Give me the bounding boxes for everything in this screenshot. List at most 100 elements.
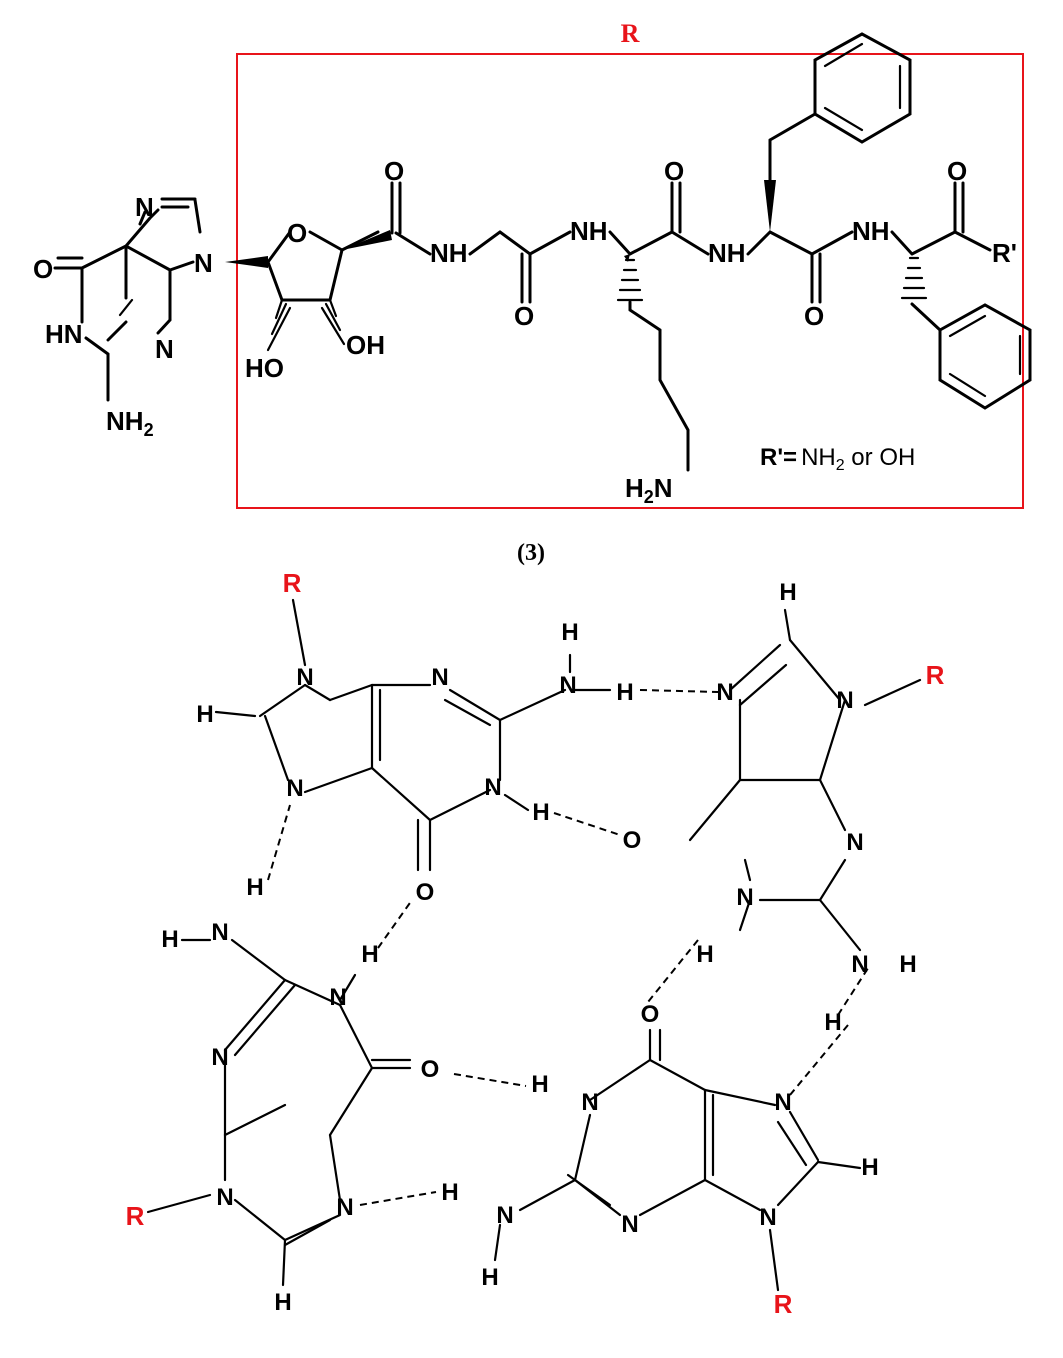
g3-bond-13 <box>283 1218 332 1247</box>
g1-n1: N <box>484 774 501 801</box>
ribose-ring-o: O <box>287 218 307 248</box>
g1-bond-1 <box>258 683 307 718</box>
g3-bond-9 <box>328 1133 342 1202</box>
g2-bond-8 <box>743 858 752 882</box>
g1-bond-9 <box>443 698 492 727</box>
g2-bond-0 <box>728 643 782 692</box>
g4-n1: N <box>581 1089 598 1116</box>
guanine-n7: N <box>135 192 154 222</box>
g2-bond-6 <box>818 778 847 832</box>
g2-n1: N <box>736 884 753 911</box>
g3-h8: H <box>274 1289 291 1316</box>
g2-n3: N <box>846 829 863 856</box>
g3-n9: N <box>216 1184 233 1211</box>
h-bond-1 <box>553 812 621 836</box>
g1-n2: N <box>559 672 576 699</box>
g4-bond-9 <box>816 1160 862 1170</box>
phe2-o: O <box>947 156 967 186</box>
g4-bond-10 <box>776 1160 820 1207</box>
g1-bond-17 <box>214 710 257 718</box>
g1-h2a: H <box>561 619 578 646</box>
amide1-nh: NH <box>430 238 468 268</box>
g3-o6: O <box>421 1056 440 1083</box>
g3-h2a: H <box>161 926 178 953</box>
ribose-ho: HO <box>245 353 284 383</box>
g4-bond-0 <box>588 1058 652 1102</box>
h-bond-8 <box>789 1024 849 1096</box>
g4-bond-15 <box>518 1178 577 1212</box>
g2-n2: N <box>851 951 868 978</box>
ribose-bonds <box>225 230 392 352</box>
g4-bond-7 <box>788 1110 820 1162</box>
g4-h1: H <box>531 1071 548 1098</box>
g1-h2b: H <box>616 679 633 706</box>
g3-bond-0 <box>223 978 287 1052</box>
g3-bond-14 <box>281 1238 287 1287</box>
g1-h1: H <box>532 799 549 826</box>
g3-n3: N <box>211 1044 228 1071</box>
g4-bond-6 <box>703 1088 777 1107</box>
g1-bond-8 <box>448 688 502 722</box>
guanine-hn1: HN <box>45 319 83 349</box>
g1-r: R <box>283 568 302 598</box>
g3-n2: N <box>211 919 228 946</box>
g4-bond-12 <box>638 1178 707 1217</box>
h-bond-0 <box>639 689 719 693</box>
g4-n7: N <box>774 1089 791 1116</box>
g2-h2a: H <box>899 951 916 978</box>
g1-n9: N <box>296 664 313 691</box>
h-bond-2 <box>267 804 291 881</box>
g1-n3: N <box>431 664 448 691</box>
guanine-carbonyl-o: O <box>33 254 53 284</box>
g2-bond-11 <box>818 898 862 952</box>
phenyl-rings <box>813 32 1032 410</box>
g4-bond-16 <box>573 1113 592 1182</box>
r-substituent-box <box>236 53 1024 509</box>
g3-n7: N <box>336 1194 353 1221</box>
g2-r: R <box>926 660 945 690</box>
gly-o: O <box>514 301 534 331</box>
g2-h2b: H <box>824 1009 841 1036</box>
g3-bond-4 <box>223 1103 287 1137</box>
g2-bond-7 <box>688 778 742 842</box>
guanine-nh2: NH2 <box>106 406 154 440</box>
compound-number-label: (3) <box>517 540 545 566</box>
g3-n1: N <box>329 984 346 1011</box>
g1-bond-0 <box>303 683 332 702</box>
peptide-bonds <box>390 112 992 472</box>
g4-h2a: H <box>441 1179 458 1206</box>
r-prime: R' <box>992 238 1017 268</box>
guanine-n9: N <box>194 248 213 278</box>
g4-r: R <box>774 1289 793 1319</box>
g4-n9: N <box>759 1204 776 1231</box>
g2-bond-12 <box>783 608 792 642</box>
h-bond-5 <box>359 1191 437 1206</box>
g4-o6: O <box>641 1001 660 1028</box>
g2-bond-13 <box>863 678 922 707</box>
amide1-o: O <box>384 156 404 186</box>
g4-n2: N <box>496 1202 513 1229</box>
g4-bond-18 <box>768 1228 780 1292</box>
phe2-nh: NH <box>852 216 890 246</box>
g4-bond-3 <box>648 1058 707 1092</box>
g4-bond-11 <box>703 1178 762 1212</box>
lys-o: O <box>664 156 684 186</box>
g2-o6: O <box>623 827 642 854</box>
g3-bond-2 <box>283 978 342 1007</box>
g1-bond-12 <box>428 788 492 822</box>
g1-bond-2 <box>263 714 290 782</box>
g1-h8: H <box>196 701 213 728</box>
g3-bond-8 <box>328 1066 374 1137</box>
g2-h8: H <box>779 579 796 606</box>
g4-bond-8 <box>776 1120 808 1167</box>
lys-nh: NH <box>570 216 608 246</box>
g3-bond-18 <box>338 973 357 1002</box>
g4-h8: H <box>861 1154 878 1181</box>
ribose-oh: OH <box>346 330 385 360</box>
g3-h1: H <box>361 941 378 968</box>
r-prime-definition: R'=NH2 or OH <box>760 444 915 474</box>
g1-bond-10 <box>498 688 567 722</box>
g3-bond-11 <box>233 1198 287 1242</box>
g1-bond-13 <box>370 766 432 822</box>
